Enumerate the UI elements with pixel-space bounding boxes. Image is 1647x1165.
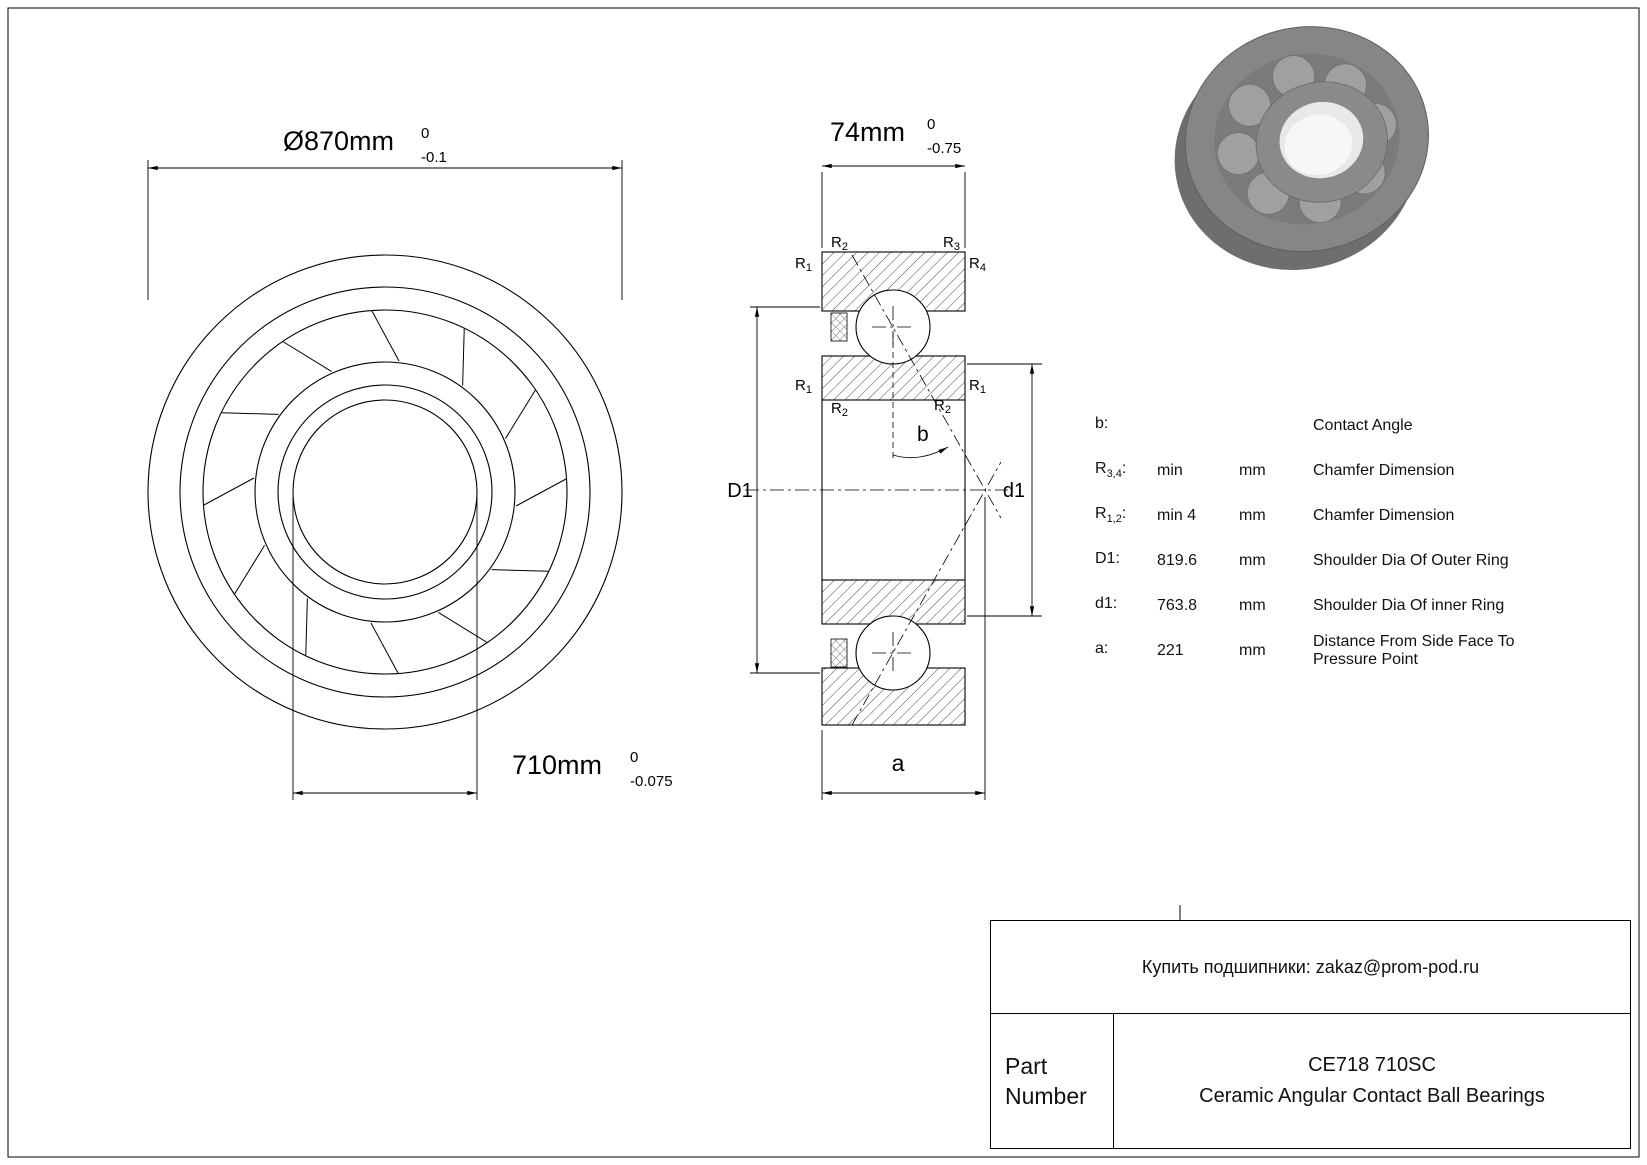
unit-cell: mm [1239,641,1266,659]
outer-diameter-dimension [147,160,623,300]
outer-ring-od-circle [147,254,623,730]
outer-diameter-tol-lower: -0.1 [421,149,447,166]
outer-shoulder-dimension [750,306,820,674]
value-cell: min [1157,461,1183,479]
contact-angle-label: b [917,423,929,446]
value-cell: 221 [1157,641,1184,659]
r-label-lower-right: R2 [934,397,951,416]
r-label-mid-right: R1 [969,377,986,396]
desc-cell: Distance From Side Face To Pressure Poin… [1313,632,1515,668]
inner-shoulder-dimension [967,363,1042,617]
inner-shoulder-label: d1 [1003,480,1025,502]
spec-row-chamfer-12: R1,2: min 4 mm Chamfer Dimension [1095,493,1560,538]
outer-shoulder-label: D1 [727,480,753,502]
param-cell: R1,2: [1095,505,1127,526]
part-info: CE718 710SC Ceramic Angular Contact Ball… [1114,1014,1630,1148]
spec-row-chamfer-34: R3,4: min mm Chamfer Dimension [1095,448,1560,493]
width-dimension [821,163,966,248]
bore-diameter-tol-lower: -0.075 [630,773,673,790]
bore-diameter-label: 710mm [512,750,602,780]
spec-row-inner-shoulder: d1: 763.8 mm Shoulder Dia Of inner Ring [1095,583,1560,628]
value-cell: 763.8 [1157,596,1198,614]
center-lines [745,306,1008,674]
unit-cell: mm [1239,551,1266,569]
outer-diameter-label: Ø870mm [283,126,394,156]
r-label-mid-left: R1 [795,377,812,396]
section-view [745,251,1008,726]
param-cell: R3,4: [1095,460,1127,481]
cage-section-bottom [830,638,848,668]
cage-section-top [830,312,848,342]
bearing-render-bore-highlight [1284,114,1353,175]
bearing-3d-render [1174,26,1429,271]
part-description: Ceramic Angular Contact Ball Bearings [1199,1085,1545,1107]
r-label-top-left-inner: R2 [831,234,848,253]
unit-cell: mm [1239,506,1266,524]
r-label-top-right-outer: R4 [969,255,986,274]
desc-cell: Shoulder Dia Of Outer Ring [1313,551,1509,569]
contact-lines [851,254,1002,726]
desc-cell: Chamfer Dimension [1313,506,1455,524]
part-number-value: CE718 710SC [1308,1054,1436,1076]
front-view [147,254,623,730]
outer-diameter-tol-upper: 0 [421,125,429,142]
page-border [7,7,1640,1158]
contact-email: Купить подшипники: zakaz@prom-pod.ru [991,921,1630,1014]
value-cell: 819.6 [1157,551,1198,569]
cage-inner-circle [254,361,516,623]
r-label-lower-left: R2 [831,400,848,419]
outer-ring-inner-circle [179,286,591,698]
bore-circle [292,399,478,585]
r-label-top-right-inner: R3 [943,234,960,253]
spec-row-contact-angle: b: Contact Angle [1095,403,1560,448]
bore-diameter-dimension [292,497,478,800]
part-number-label: Part Number [991,1014,1114,1148]
width-tol-upper: 0 [927,116,935,133]
width-label: 74mm [830,117,905,147]
unit-cell: mm [1239,461,1266,479]
cage-bars [203,310,567,674]
unit-cell: mm [1239,596,1266,614]
part-label-line1: Part [1005,1053,1048,1079]
contact-angle-arc-arrow [892,446,949,459]
param-cell: a: [1095,640,1109,658]
param-cell: d1: [1095,595,1118,613]
param-cell: D1: [1095,550,1120,568]
param-cell: b: [1095,415,1109,433]
spec-row-outer-shoulder: D1: 819.6 mm Shoulder Dia Of Outer Ring [1095,538,1560,583]
title-block-bottom-row: Part Number CE718 710SC Ceramic Angular … [991,1014,1630,1148]
title-block: Купить подшипники: zakaz@prom-pod.ru Par… [990,920,1631,1149]
pressure-distance-label: a [892,750,905,776]
bore-diameter-tol-upper: 0 [630,749,638,766]
inner-ring-shoulder-circle [277,384,493,600]
r-label-top-left-outer: R1 [795,255,812,274]
chamfer-labels: R1 R2 R3 R4 R1 R1 R2 R2 [795,234,986,419]
desc-cell: Shoulder Dia Of inner Ring [1313,596,1505,614]
width-tol-lower: -0.75 [927,140,961,157]
value-cell: min 4 [1157,506,1197,524]
desc-cell: Contact Angle [1313,416,1413,434]
spec-table: b: Contact Angle R3,4: min mm Chamfer Di… [1095,403,1560,673]
spec-row-pressure-distance: a: 221 mm Distance From Side Face To Pre… [1095,628,1560,673]
cage-outer-circle [202,309,568,675]
pressure-point-dimension [821,497,986,800]
part-label-line2: Number [1005,1083,1087,1109]
desc-cell: Chamfer Dimension [1313,461,1455,479]
